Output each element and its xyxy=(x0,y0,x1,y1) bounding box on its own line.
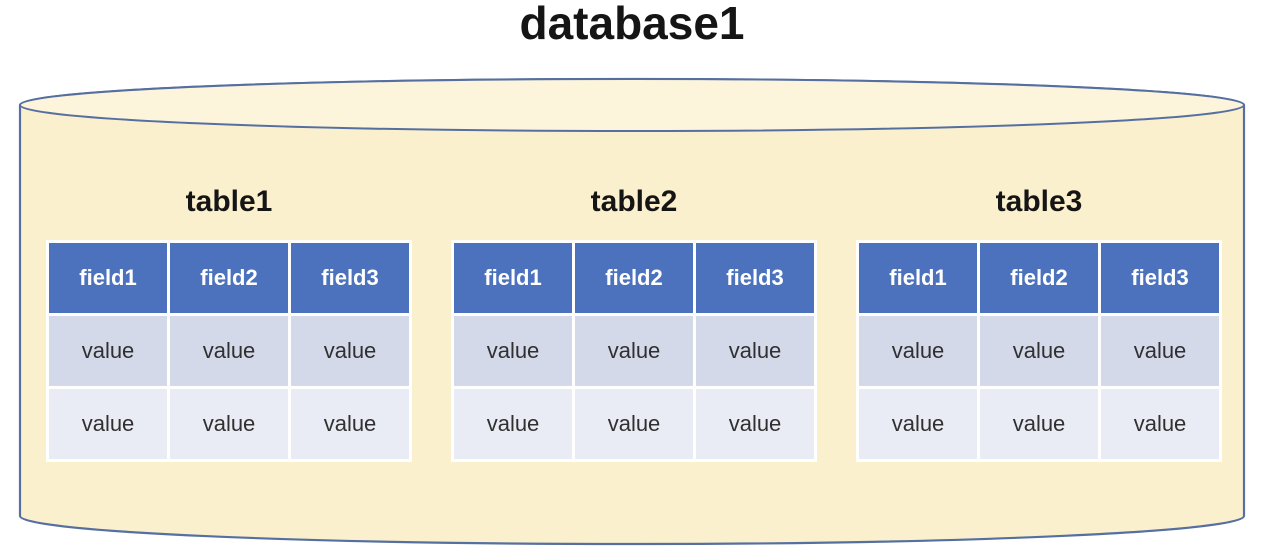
header-cell: field2 xyxy=(575,243,693,313)
header-cell: field2 xyxy=(980,243,1098,313)
value-cell: value xyxy=(454,316,572,386)
header-cell: field3 xyxy=(696,243,814,313)
table-grid: field1 field2 field3 value value value v… xyxy=(856,240,1222,462)
header-cell: field3 xyxy=(291,243,409,313)
value-cell: value xyxy=(859,389,977,459)
value-cell: value xyxy=(49,316,167,386)
header-cell: field1 xyxy=(49,243,167,313)
table-block-table2: table2 field1 field2 field3 value value … xyxy=(451,183,817,462)
value-cell: value xyxy=(980,316,1098,386)
table-grid: field1 field2 field3 value value value v… xyxy=(46,240,412,462)
value-cell: value xyxy=(696,389,814,459)
tables-layer: table1 field1 field2 field3 value value … xyxy=(0,183,1268,463)
value-cell: value xyxy=(1101,389,1219,459)
value-cell: value xyxy=(575,389,693,459)
value-cell: value xyxy=(859,316,977,386)
value-cell: value xyxy=(291,316,409,386)
table-grid: field1 field2 field3 value value value v… xyxy=(451,240,817,462)
header-cell: field3 xyxy=(1101,243,1219,313)
value-cell: value xyxy=(575,316,693,386)
value-cell: value xyxy=(170,316,288,386)
header-cell: field1 xyxy=(859,243,977,313)
value-cell: value xyxy=(980,389,1098,459)
value-cell: value xyxy=(49,389,167,459)
cylinder-top-ellipse xyxy=(19,78,1245,132)
value-cell: value xyxy=(696,316,814,386)
database-title: database1 xyxy=(519,0,745,49)
table-title: table3 xyxy=(995,185,1083,218)
value-cell: value xyxy=(1101,316,1219,386)
value-cell: value xyxy=(170,389,288,459)
table-title: table2 xyxy=(590,185,678,218)
value-cell: value xyxy=(291,389,409,459)
table-title: table1 xyxy=(185,185,273,218)
table-block-table3: table3 field1 field2 field3 value value … xyxy=(856,183,1222,462)
table-block-table1: table1 field1 field2 field3 value value … xyxy=(46,183,412,462)
header-cell: field2 xyxy=(170,243,288,313)
value-cell: value xyxy=(454,389,572,459)
header-cell: field1 xyxy=(454,243,572,313)
